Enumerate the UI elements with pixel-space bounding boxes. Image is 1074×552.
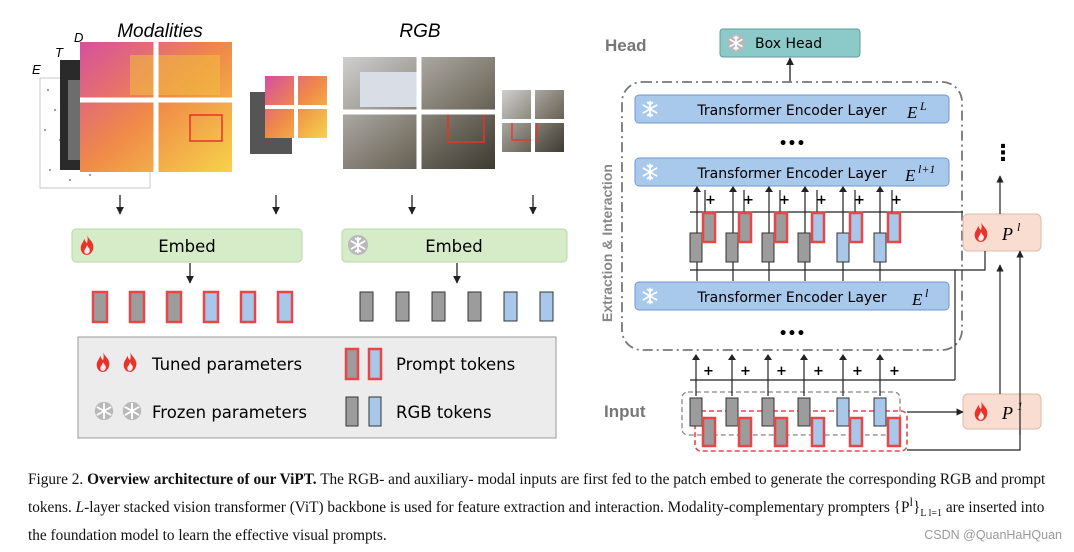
encoder-mid-symbol: E — [904, 166, 916, 185]
input-arrowheads — [692, 354, 884, 360]
figure-caption: Figure 2. Overview architecture of our V… — [28, 469, 1058, 547]
legend-snowflake-icon-1 — [94, 401, 114, 421]
svg-text:+: + — [779, 193, 790, 208]
legend-prompt-label: Prompt tokens — [396, 355, 515, 374]
rgb-token-row — [359, 291, 554, 322]
modality-patch-image — [250, 76, 327, 154]
prompter-l-symbol: P — [1001, 224, 1013, 244]
legend-rgb-token-blue — [368, 396, 382, 427]
svg-text:+: + — [816, 193, 827, 208]
svg-text:+: + — [740, 364, 751, 379]
prompt-token-row — [91, 290, 294, 324]
svg-text:+: + — [703, 364, 714, 379]
encoder-layer-low — [634, 281, 950, 311]
modality-letter-thermal: T — [55, 45, 64, 60]
plus-signs-input: + + + + + + — [703, 364, 900, 379]
ellipsis-top: ••• — [779, 136, 806, 152]
modalities-title: Modalities — [117, 21, 203, 42]
caption-set-close: } — [913, 499, 921, 517]
rgb-patch-image — [502, 90, 564, 152]
input-label: Input — [604, 402, 646, 421]
modality-image-stack — [39, 42, 232, 189]
legend-frozen-label: Frozen parameters — [152, 403, 307, 422]
box-head-label: Box Head — [755, 36, 822, 52]
vipt-architecture-diagram: Modalities RGB D T E — [32, 21, 1042, 452]
svg-text:+: + — [776, 364, 787, 379]
rgb-title: RGB — [399, 21, 441, 42]
legend-rgb-label: RGB tokens — [396, 403, 492, 422]
svg-text:+: + — [852, 364, 863, 379]
caption-set-sup: l — [909, 495, 914, 509]
box-head-box — [719, 28, 861, 58]
encoder-mid-label: Transformer Encoder Layer — [696, 166, 886, 182]
legend-prompt-token-gray — [344, 347, 360, 381]
embed-tuned-label: Embed — [158, 237, 216, 256]
encoder-layer-top — [634, 94, 950, 124]
caption-L: L — [75, 499, 85, 517]
plus-signs-mid: + + + + + + — [705, 193, 902, 208]
svg-text:+: + — [889, 364, 900, 379]
encoder-top-label: Transformer Encoder Layer — [696, 103, 886, 119]
svg-text:+: + — [743, 193, 754, 208]
svg-text:+: + — [891, 193, 902, 208]
svg-text:+: + — [854, 193, 865, 208]
interaction-token-group — [689, 186, 955, 281]
head-label: Head — [605, 36, 647, 55]
rgb-image-stack — [343, 57, 495, 169]
extraction-interaction-label: Extraction & Interaction — [599, 164, 615, 322]
legend-prompt-token-blue — [367, 347, 383, 381]
encoder-low-label: Transformer Encoder Layer — [696, 290, 886, 306]
embed-frozen-box — [341, 228, 568, 263]
embed-frozen-label: Embed — [425, 237, 483, 256]
encoder-low-superscript: l — [925, 286, 929, 300]
legend-tuned-label: Tuned parameters — [151, 355, 302, 374]
caption-body-1: The RGB- and auxiliary- modal inputs are… — [28, 471, 1046, 517]
input-arrows — [690, 270, 956, 396]
extraction-interaction-container — [621, 81, 963, 351]
encoder-top-superscript: L — [919, 99, 927, 113]
legend-snowflake-icon-2 — [122, 401, 142, 421]
modality-letter-depth: D — [74, 30, 83, 45]
watermark: CSDN @QuanHaHQuan — [924, 528, 1062, 542]
prompter-connections — [907, 175, 1024, 451]
encoder-mid-superscript: l+1 — [918, 162, 935, 176]
prompter-1-symbol: P — [1001, 403, 1013, 423]
svg-text:+: + — [705, 193, 716, 208]
caption-body-2: -layer stacked vision transformer (ViT) … — [84, 499, 890, 517]
encoder-low-symbol: E — [911, 290, 923, 309]
input-to-embed-arrows — [116, 195, 537, 215]
prompter-l-superscript: l — [1017, 220, 1021, 234]
vertical-ellipsis: ⋮ — [992, 141, 1014, 166]
svg-text:+: + — [813, 364, 824, 379]
encoder-top-symbol: E — [906, 103, 918, 122]
caption-prefix: Figure 2. — [28, 471, 84, 488]
input-tokens — [689, 397, 902, 448]
prompter-l-box — [962, 213, 1042, 252]
modality-letter-event: E — [32, 62, 41, 77]
embed-tuned-box — [71, 228, 303, 263]
caption-title: Overview architecture of our ViPT. — [87, 471, 317, 488]
legend-box — [77, 336, 557, 439]
encoder-layer-mid — [634, 157, 950, 187]
caption-set-range: L l=1 — [920, 508, 943, 520]
legend-rgb-token-gray — [345, 396, 359, 427]
caption-set-open: {P — [893, 499, 910, 517]
ellipsis-bottom: ••• — [779, 326, 806, 342]
caption-body-3: are inserted into the foundation model t… — [28, 499, 1045, 545]
